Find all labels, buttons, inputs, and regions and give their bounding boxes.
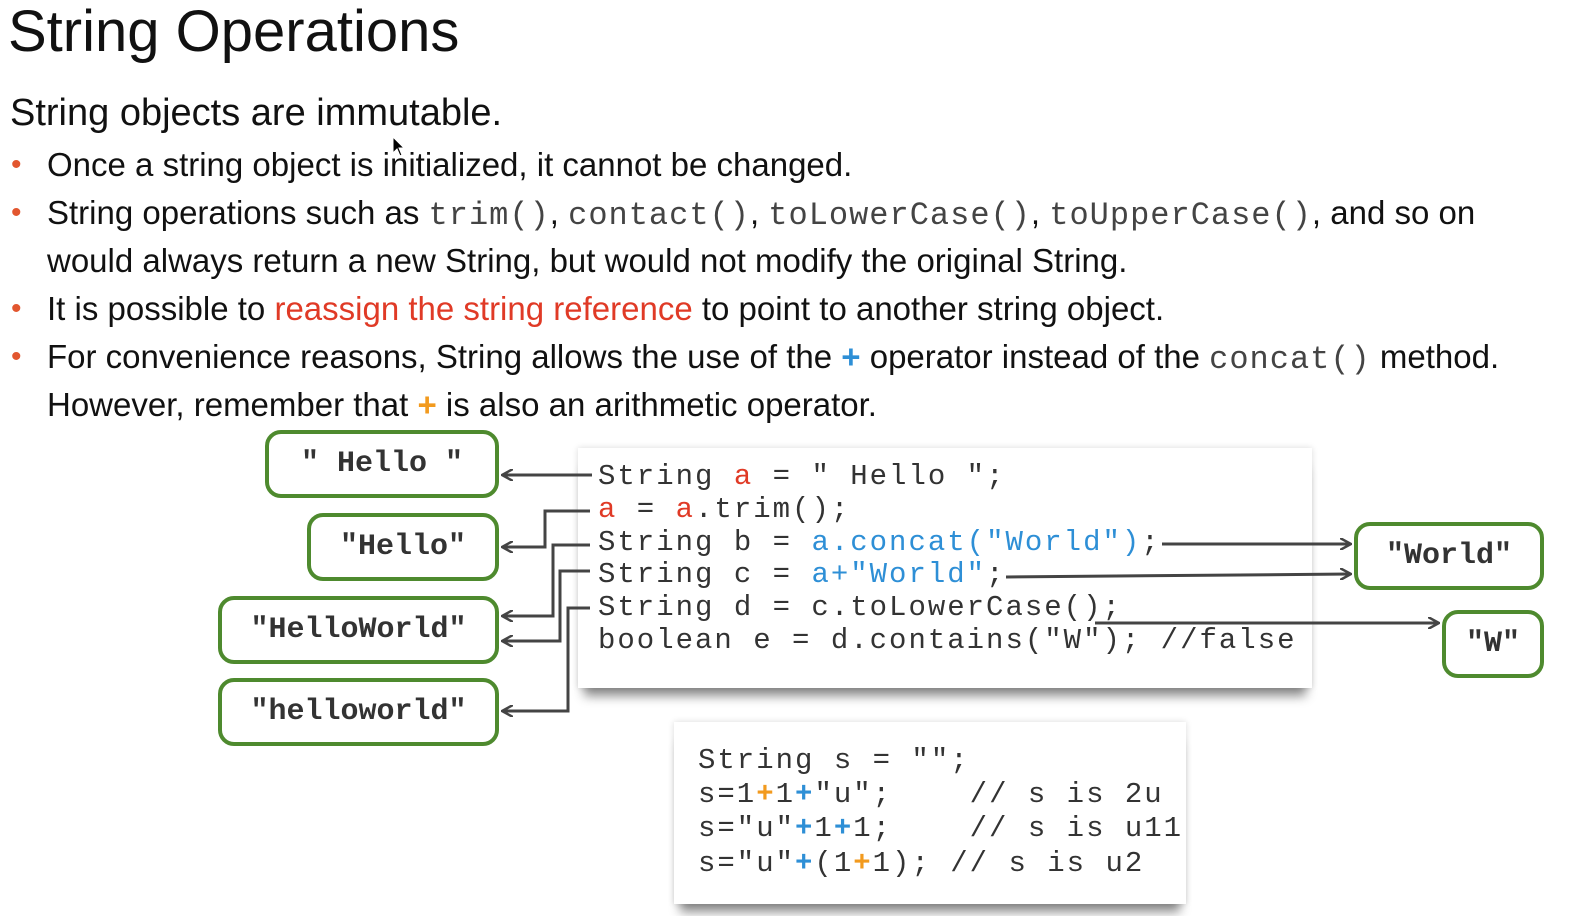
code-line: a = a.trim();: [598, 493, 850, 526]
code-token: a: [733, 460, 754, 493]
slide-title: String Operations: [8, 0, 460, 64]
bullet-text: method. However, remember that: [47, 338, 1500, 423]
bullet-dot: •: [11, 340, 22, 373]
code-block-plus-examples: String s = ""; s=1+1+"u"; // s is 2u s="…: [674, 722, 1186, 904]
value-box-hello: "Hello": [307, 513, 499, 581]
code-token: String c =: [598, 558, 812, 591]
code-token: 1; // s is u11: [853, 812, 1184, 845]
arrow-trim-to-hello: [503, 509, 590, 547]
separator: ,: [1030, 194, 1050, 231]
plus-arith: +: [756, 778, 776, 811]
code-token: s="u": [698, 847, 796, 880]
code-token: String: [598, 460, 734, 493]
mouse-pointer-icon: [392, 136, 406, 157]
code-contact: contact(): [568, 197, 750, 234]
bullet-text: to point to another string object.: [692, 290, 1165, 327]
arrow-plus-to-world: [1005, 574, 1350, 577]
value-box-hello-spaced: " Hello ": [265, 430, 499, 498]
code-tolowercase: toLowerCase(): [768, 197, 1031, 234]
bullet-dot: •: [11, 196, 22, 229]
code-line: s="u"+(1+1); // s is u2: [698, 847, 1144, 880]
bullet-text: , and so on would always return a new St…: [47, 194, 1476, 279]
bullet-text: operator instead of the: [860, 338, 1210, 375]
bullet-plus-operator: • For convenience reasons, String allows…: [10, 334, 1570, 427]
bullet-list: • Once a string object is initialized, i…: [10, 142, 1570, 430]
code-concat: concat(): [1209, 341, 1371, 378]
slide-subtitle: String objects are immutable.: [10, 92, 503, 134]
code-token: = " Hello ";: [753, 460, 1006, 493]
bullet-text: It is possible to: [47, 290, 275, 327]
bullet-reassign: • It is possible to reassign the string …: [10, 286, 1570, 331]
highlight-reassign: reassign the string reference: [274, 290, 693, 327]
code-token: a: [598, 493, 618, 526]
plus-concat: +: [795, 847, 815, 880]
bullet-dot: •: [11, 148, 22, 181]
plus-operator-arith: +: [417, 386, 437, 423]
plus-operator: +: [841, 338, 861, 375]
value-box-helloworld: "HelloWorld": [218, 596, 499, 664]
value-box-helloworld-lower: "helloworld": [218, 678, 499, 746]
code-token: ;: [1141, 526, 1161, 559]
value-box-world: "World": [1354, 522, 1544, 590]
code-line: boolean e = d.contains("W"); //false: [598, 624, 1297, 657]
code-line: String d = c.toLowerCase();: [598, 591, 1122, 624]
arrow-d-to-helloworld-lower: [503, 606, 590, 711]
bullet-dot: •: [11, 292, 22, 325]
code-token: 1: [775, 778, 796, 811]
code-line: s="u"+1+1; // s is u11: [698, 812, 1183, 845]
code-token: s=1: [698, 778, 757, 811]
code-token: (1: [814, 847, 854, 880]
code-line: String s = "";: [698, 744, 970, 777]
code-line: String b = a.concat("World");: [598, 526, 1161, 559]
bullet-operations: • String operations such as trim(), cont…: [10, 190, 1570, 283]
code-line: s=1+1+"u"; // s is 2u: [698, 778, 1164, 811]
separator: ,: [549, 194, 569, 231]
plus-arith: +: [853, 847, 873, 880]
code-trim: trim(): [428, 197, 550, 234]
plus-concat: +: [833, 812, 854, 845]
code-token: "u"; // s is 2u: [814, 778, 1164, 811]
plus-concat: +: [795, 812, 815, 845]
arrow-b-to-helloworld: [503, 543, 590, 616]
code-token: a: [675, 493, 696, 526]
code-block-operations: String a = " Hello "; a = a.trim(); Stri…: [578, 448, 1312, 688]
bullet-text: For convenience reasons, String allows t…: [47, 338, 842, 375]
bullet-text: is also an arithmetic operator.: [436, 386, 877, 423]
code-line: String a = " Hello ";: [598, 460, 1005, 493]
code-line: String c = a+"World";: [598, 558, 1005, 591]
code-token: .trim();: [695, 493, 851, 526]
code-token: String b =: [598, 526, 812, 559]
separator: ,: [749, 194, 769, 231]
code-token: =: [617, 493, 676, 526]
code-token: 1); // s is u2: [872, 847, 1145, 880]
plus-concat: +: [795, 778, 815, 811]
code-token: a+"World": [811, 558, 987, 591]
code-token: s="u": [698, 812, 796, 845]
arrow-c-to-helloworld: [503, 569, 590, 641]
bullet-text: Once a string object is initialized, it …: [47, 146, 853, 183]
value-box-w: "W": [1442, 610, 1544, 678]
bullet-immutable: • Once a string object is initialized, i…: [10, 142, 1570, 187]
bullet-text: String operations such as: [47, 194, 429, 231]
code-token: a.concat("World"): [811, 526, 1142, 559]
code-token: ;: [986, 558, 1006, 591]
code-touppercase: toUpperCase(): [1049, 197, 1312, 234]
code-token: 1: [814, 812, 834, 845]
